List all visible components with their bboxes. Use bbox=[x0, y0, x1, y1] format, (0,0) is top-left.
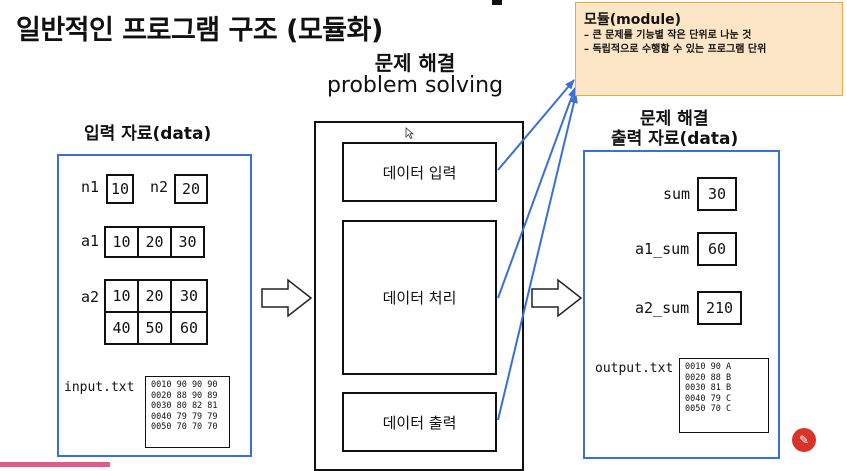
output-file-box: 0010 90 A 0020 88 B 0030 81 B 0040 79 C … bbox=[679, 358, 769, 433]
bottom-strip bbox=[0, 462, 110, 467]
n2-label: n2 bbox=[150, 178, 169, 196]
a2-sum-label: a2_sum bbox=[635, 299, 690, 317]
file-line: 0050 70 C bbox=[685, 404, 732, 414]
module-note: 모듈(module) – 큰 문제를 기능별 작은 단위로 나눈 것 – 독립적… bbox=[575, 2, 843, 96]
input-file-label: input.txt bbox=[64, 380, 135, 395]
output-file-label: output.txt bbox=[595, 361, 674, 376]
file-line: 0030 81 B bbox=[685, 383, 732, 393]
n1-label: n1 bbox=[81, 178, 100, 196]
a2-sum-cell: 210 bbox=[697, 291, 742, 325]
note-line: – 큰 문제를 기능별 작은 단위로 나눈 것 bbox=[584, 30, 752, 41]
n2-cell: 20 bbox=[174, 174, 208, 204]
flow-arrow-out-icon bbox=[531, 278, 583, 318]
a2-cell: 40 bbox=[104, 311, 139, 345]
a2-cell: 60 bbox=[170, 311, 208, 345]
n1-cell: 10 bbox=[106, 174, 134, 204]
step-input: 데이터 입력 bbox=[342, 142, 497, 202]
note-title: 모듈(module) bbox=[584, 12, 682, 28]
file-line: 0050 70 70 70 bbox=[151, 422, 218, 432]
page-title: 일반적인 프로그램 구조 (모듈화) bbox=[16, 15, 383, 46]
input-heading: 입력 자료(data) bbox=[84, 124, 212, 144]
input-file-box: 0010 90 90 90 0020 88 90 89 0030 80 82 8… bbox=[145, 376, 230, 448]
file-line: 0010 90 90 90 bbox=[151, 380, 218, 390]
output-heading-line1: 문제 해결 bbox=[640, 109, 709, 129]
center-title: 문제 해결 bbox=[374, 51, 456, 75]
file-line: 0030 80 82 81 bbox=[151, 401, 218, 411]
step-output: 데이터 출력 bbox=[342, 392, 497, 452]
file-line: 0040 79 C bbox=[685, 393, 732, 404]
output-heading-line2: 출력 자료(data) bbox=[611, 129, 739, 149]
a1-cell: 10 bbox=[104, 226, 139, 258]
top-edge-mark bbox=[492, 0, 502, 5]
step-process: 데이터 처리 bbox=[342, 220, 497, 375]
file-line: 0020 88 B bbox=[685, 372, 732, 383]
a1-sum-cell: 60 bbox=[697, 232, 737, 266]
file-line: 0040 79 79 79 bbox=[151, 411, 218, 422]
note-line: – 독립적으로 수행할 수 있는 프로그램 단위 bbox=[584, 44, 767, 55]
a1-cell: 30 bbox=[170, 226, 205, 258]
a2-cell: 10 bbox=[104, 279, 139, 313]
mouse-cursor-icon bbox=[405, 127, 415, 140]
recording-badge-icon[interactable]: ✎ bbox=[792, 428, 816, 452]
a1-sum-label: a1_sum bbox=[635, 240, 690, 258]
output-panel: sum 30 a1_sum 60 a2_sum 210 output.txt 0… bbox=[583, 150, 780, 459]
sum-cell: 30 bbox=[697, 177, 737, 211]
connector-line-process bbox=[497, 87, 576, 299]
flow-arrow-in-icon bbox=[261, 278, 313, 318]
connector-line-output bbox=[497, 93, 578, 421]
a2-label: a2 bbox=[81, 288, 100, 306]
center-subtitle: problem solving bbox=[326, 73, 504, 98]
a2-cell: 50 bbox=[137, 311, 172, 345]
a1-label: a1 bbox=[81, 232, 100, 250]
sum-label: sum bbox=[663, 185, 691, 203]
file-line: 0020 88 90 89 bbox=[151, 390, 218, 401]
file-line: 0010 90 A bbox=[685, 362, 732, 372]
a2-cell: 20 bbox=[137, 279, 172, 313]
connector-line-input bbox=[497, 79, 575, 171]
input-panel: n1 10 n2 20 a1 10 20 30 a2 10 20 30 40 5… bbox=[57, 154, 252, 457]
